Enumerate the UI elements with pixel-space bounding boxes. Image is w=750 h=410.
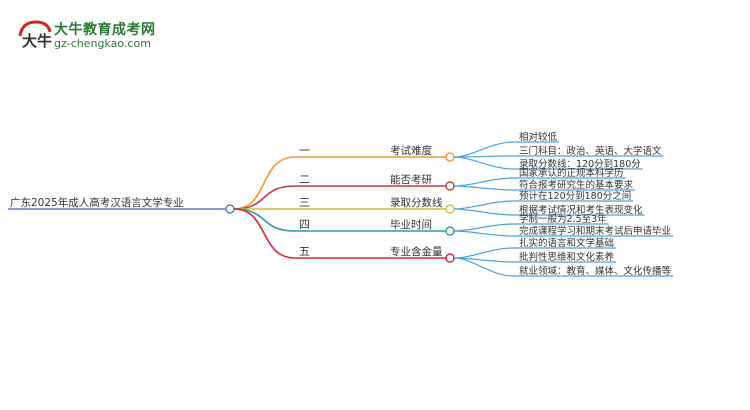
- leaf-label-3-2: 根据考试情况和考生表现变化: [519, 204, 643, 216]
- leaf-label-2-1: 国家承认的正规本科学历: [519, 167, 624, 179]
- leaf-label-1-1: 相对较低: [519, 131, 558, 143]
- leaf-label-1-2: 三门科目：政治、英语、大学语文: [519, 145, 662, 157]
- brand-logo: 大牛 大牛教育成考网 gz-chengkao.com: [14, 16, 174, 56]
- root-node-label: 广东2025年成人高考汉语言文学专业: [10, 196, 184, 209]
- leaf-edge-4-2: [453, 230, 514, 237]
- leaf-label-4-2: 完成课程学习和期末考试后申请毕业: [519, 225, 671, 237]
- leaf-label-3-1: 预计在120分到180分之间: [519, 190, 631, 202]
- branch-index-1: 一: [299, 144, 310, 157]
- branch-label-3: 录取分数线: [390, 196, 443, 209]
- leaf-label-1-3: 录取分数线：120分到180分: [519, 158, 641, 170]
- leaf-label-4-1: 学制一般为2.5至3年: [519, 213, 607, 225]
- branch-index-5: 五: [299, 245, 310, 258]
- branch-connector-dot-5: [445, 253, 455, 263]
- branch-connector-dot-3: [445, 204, 455, 214]
- leaf-edge-1-3: [453, 156, 514, 170]
- branch-index-4: 四: [299, 218, 310, 231]
- branch-label-2: 能否考研: [390, 173, 432, 186]
- leaf-edge-5-3: [453, 257, 514, 277]
- branch-label-5: 专业含金量: [390, 245, 443, 258]
- root-to-branch-edge-4: [233, 208, 296, 232]
- brand-url: gz-chengkao.com: [54, 37, 151, 50]
- logo-glyph: 大牛: [22, 32, 52, 50]
- leaf-edge-3-2: [453, 208, 514, 216]
- root-to-branch-edge-2: [233, 185, 296, 210]
- bull-logo-icon: 大牛: [18, 20, 52, 50]
- root-to-branch-edge-1: [233, 156, 296, 210]
- leaf-label-5-3: 就业领域：教育、媒体、文化传播等: [519, 265, 672, 277]
- leaf-edge-2-2: [453, 185, 514, 191]
- branch-label-1: 考试难度: [390, 144, 432, 157]
- leaf-edge-1-1: [453, 141, 514, 158]
- leaf-edge-4-1: [453, 223, 514, 232]
- branch-label-4: 毕业时间: [390, 218, 432, 231]
- branch-connector-dot-4: [445, 226, 455, 236]
- branch-connector-dot-1: [445, 152, 455, 162]
- brand-title: 大牛教育成考网: [54, 22, 156, 38]
- branch-index-2: 二: [299, 173, 310, 186]
- leaf-label-5-1: 扎实的语言和文学基础: [519, 237, 614, 249]
- leaf-label-2-2: 符合报考研究生的基本要求: [519, 179, 634, 191]
- leaf-edge-5-1: [453, 247, 514, 259]
- branch-connector-dot-2: [445, 181, 455, 191]
- leaf-label-5-2: 批判性思维和文化素养: [519, 251, 615, 263]
- leaf-edge-3-1: [453, 200, 514, 210]
- leaf-edge-2-1: [453, 177, 514, 187]
- root-connector-dot: [225, 204, 235, 214]
- root-to-branch-edge-5: [233, 208, 296, 259]
- branch-index-3: 三: [299, 196, 310, 209]
